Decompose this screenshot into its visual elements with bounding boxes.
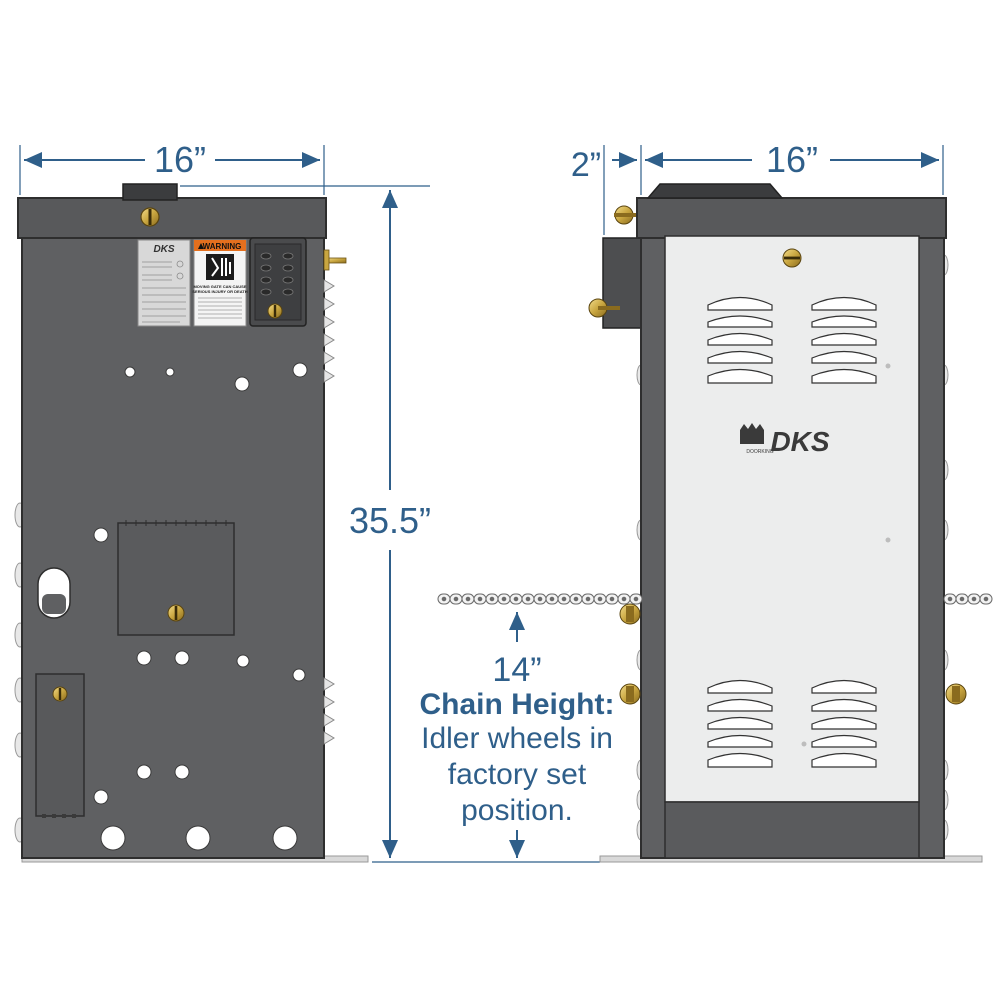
chain-pin (489, 596, 495, 602)
side-cabinet-lid (17, 197, 327, 239)
chain-pin (501, 596, 507, 602)
top-louvers (707, 296, 877, 384)
right-width-dimension: 16” (645, 139, 944, 195)
chain-height-dimension: 14” (492, 612, 542, 858)
chain-pin (441, 596, 447, 602)
access-panel-lock-icon (167, 604, 185, 622)
bottom-louvers (707, 679, 877, 768)
right-width-label: 16” (766, 139, 818, 180)
brand-logo-text: DKS (770, 426, 829, 457)
chain-pin (513, 596, 519, 602)
chain-pin (633, 596, 639, 602)
access-panel (117, 520, 235, 636)
chain-note-line2: factory set (448, 758, 587, 791)
crown-icon (740, 423, 764, 444)
chain-pin (525, 596, 531, 602)
brand-logo-subtext: DOORKING (746, 449, 773, 455)
left-width-label: 16” (154, 139, 206, 180)
front-side-bracket (588, 205, 642, 329)
chain-pin (983, 596, 989, 602)
warning-line1: MOVING GATE CAN CAUSE (193, 284, 246, 289)
front-lid-cap (646, 183, 784, 199)
control-box-lock-icon (267, 303, 283, 319)
side-vent-teeth (323, 279, 335, 745)
chain-pin (971, 596, 977, 602)
id-plate: DKS (137, 239, 191, 327)
front-panel-lock-icon (782, 248, 802, 268)
side-view-unit: DKS WARNING MOVING GATE CAN CAUSE SERIOU… (14, 183, 369, 863)
chain-height-note: Chain Height: Idler wheels in factory se… (420, 688, 615, 827)
idler-wheels (619, 603, 967, 705)
left-width-dimension: 16” (19, 139, 325, 195)
chain-pin (609, 596, 615, 602)
side-lid-cap (122, 183, 178, 201)
id-plate-logo: DKS (153, 244, 174, 255)
height-label: 35.5” (349, 500, 431, 541)
chain-note-line1: Idler wheels in (421, 722, 613, 755)
brand-logo: DKS DOORKING (736, 423, 846, 457)
side-knockout-holes (93, 362, 308, 851)
chain-pin (537, 596, 543, 602)
chain-height-label: 14” (492, 651, 541, 689)
chain-pin (549, 596, 555, 602)
lower-panel-lock-icon (52, 686, 68, 702)
front-kick-panel (664, 801, 920, 859)
chain-pin (453, 596, 459, 602)
lower-side-panel (35, 673, 85, 818)
chain-pin (561, 596, 567, 602)
chain-pin (477, 596, 483, 602)
front-view-unit: DKS DOORKING (588, 183, 983, 863)
warning-label-header: WARNING (203, 242, 242, 251)
control-box (249, 237, 307, 327)
warning-triangle-icon (198, 243, 204, 249)
chain-pin (947, 596, 953, 602)
lid-lock-icon (140, 207, 160, 227)
release-handle (37, 567, 71, 619)
chain-pin (959, 596, 965, 602)
front-white-panel (664, 235, 920, 803)
right-offset-label: 2” (571, 146, 601, 184)
right-offset-dimension: 2” (571, 145, 642, 235)
chain-pin (597, 596, 603, 602)
chain-pin (585, 596, 591, 602)
chain-pin (621, 596, 627, 602)
drive-chain (437, 593, 993, 605)
chain-note-line3: position. (461, 794, 573, 827)
chain-note-title: Chain Height: (420, 688, 615, 721)
height-dimension: 35.5” (180, 185, 600, 863)
side-brass-pin-head (323, 249, 330, 271)
warning-line2: SERIOUS INJURY OR DEATH (192, 289, 247, 294)
front-cabinet-lid (636, 197, 947, 239)
warning-label: WARNING MOVING GATE CAN CAUSE SERIOUS IN… (192, 239, 248, 327)
chain-pin (573, 596, 579, 602)
panel-rivets (801, 363, 891, 747)
chain-pin (465, 596, 471, 602)
